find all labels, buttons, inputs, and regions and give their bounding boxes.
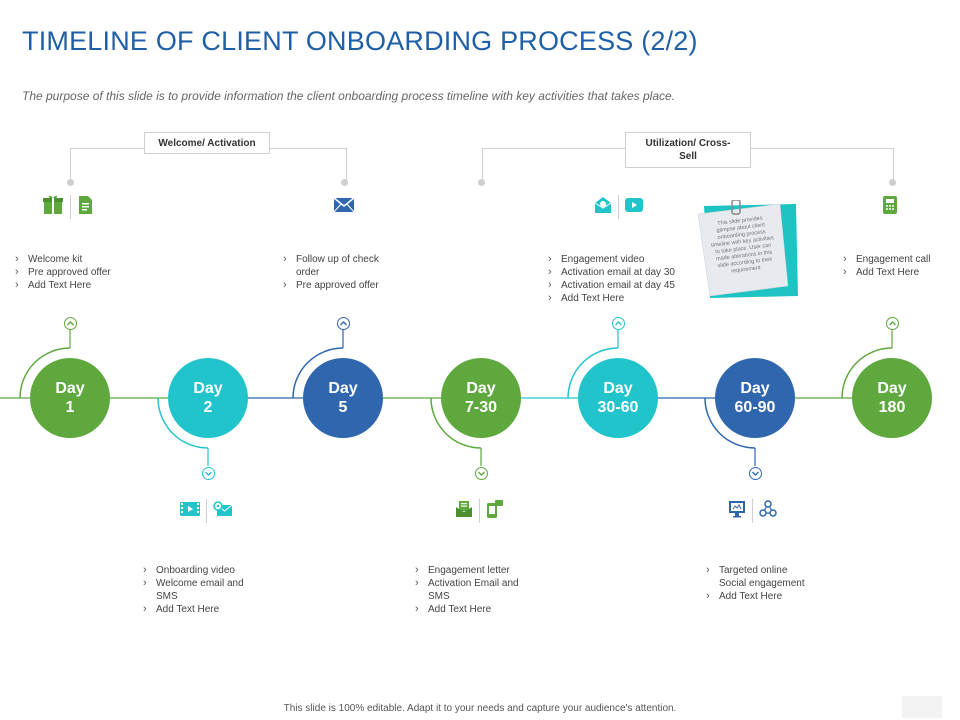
day-number: 2 xyxy=(203,399,213,416)
icons-day60 xyxy=(728,498,777,524)
bracket-dot xyxy=(67,179,74,186)
day-label: Day xyxy=(55,380,85,397)
list-item: Activation email at day 45 xyxy=(548,279,693,292)
activity-list-day1: Welcome kit Pre approved offer Add Text … xyxy=(15,253,145,292)
day-label: Day xyxy=(466,380,496,397)
phase-utilization-cross-sell: Utilization/ Cross- Sell xyxy=(625,132,751,168)
phase-welcome-activation: Welcome/ Activation xyxy=(144,132,270,154)
email-at-icon xyxy=(213,500,233,522)
document-icon xyxy=(77,195,93,220)
list-item: Add Text Here xyxy=(843,266,953,279)
day-number: 7-30 xyxy=(464,399,498,416)
chevron-up-icon xyxy=(64,317,77,330)
day-number: 1 xyxy=(65,399,75,416)
monitor-icon xyxy=(728,500,746,523)
activity-list-day30: Engagement video Activation email at day… xyxy=(548,253,693,305)
activity-list-day60: Targeted online Social engagement Add Te… xyxy=(706,564,806,603)
day-30-60-circle: Day 30-60 xyxy=(578,358,658,438)
chevron-up-icon xyxy=(337,317,350,330)
day-label: Day xyxy=(328,380,358,397)
social-network-icon xyxy=(759,499,777,523)
list-item: Engagement video xyxy=(548,253,693,266)
list-item: Onboarding video xyxy=(143,564,258,577)
activity-list-day5: Follow up of check order Pre approved of… xyxy=(283,253,403,292)
day-60-90-circle: Day 60-90 xyxy=(715,358,795,438)
icons-day180 xyxy=(882,194,898,220)
activity-list-day180: Engagement call Add Text Here xyxy=(843,253,953,279)
chevron-down-icon xyxy=(202,467,215,480)
page-subtitle: The purpose of this slide is to provide … xyxy=(22,89,676,103)
gift-icon xyxy=(42,194,64,221)
footer-note: This slide is 100% editable. Adapt it to… xyxy=(283,703,677,714)
list-item: Activation Email and SMS xyxy=(415,577,535,603)
video-icon xyxy=(180,501,200,521)
icons-day5 xyxy=(333,194,355,220)
day-number: 60-90 xyxy=(734,399,776,416)
video-play-icon xyxy=(625,197,643,217)
day-label: Day xyxy=(740,380,770,397)
bracket-dot xyxy=(341,179,348,186)
mobile-message-icon xyxy=(486,499,504,524)
activity-list-day2: Onboarding video Welcome email and SMS A… xyxy=(143,564,258,616)
list-item: Add Text Here xyxy=(706,590,806,603)
list-item: Welcome kit xyxy=(15,253,145,266)
list-item: Welcome email and SMS xyxy=(143,577,258,603)
list-item: Pre approved offer xyxy=(15,266,145,279)
chevron-down-icon xyxy=(475,467,488,480)
chevron-up-icon xyxy=(886,317,899,330)
icons-day1 xyxy=(42,194,93,220)
sticky-note: This slide provides glimpse about client… xyxy=(696,200,801,300)
list-item: Add Text Here xyxy=(15,279,145,292)
list-item: Add Text Here xyxy=(548,292,693,305)
icon-separator xyxy=(206,499,207,523)
letter-icon xyxy=(455,500,473,523)
list-item: Follow up of check order xyxy=(283,253,403,279)
day-number: 30-60 xyxy=(597,399,639,416)
day-5-circle: Day 5 xyxy=(303,358,383,438)
bracket-dot xyxy=(478,179,485,186)
list-item: Engagement call xyxy=(843,253,953,266)
icons-day7 xyxy=(455,498,504,524)
envelope-icon xyxy=(333,196,355,219)
icons-day2 xyxy=(180,498,233,524)
chevron-down-icon xyxy=(749,467,762,480)
bracket-dot xyxy=(889,179,896,186)
list-item: Add Text Here xyxy=(415,603,535,616)
page-title: TIMELINE OF CLIENT ONBOARDING PROCESS (2… xyxy=(22,26,698,56)
day-label: Day xyxy=(603,380,633,397)
sticky-note-text: This slide provides glimpse about client… xyxy=(710,215,775,275)
icon-separator xyxy=(618,195,619,219)
list-item: Targeted online Social engagement xyxy=(706,564,806,590)
chevron-up-icon xyxy=(612,317,625,330)
day-label: Day xyxy=(193,380,223,397)
icon-separator xyxy=(752,499,753,523)
day-7-30-circle: Day 7-30 xyxy=(441,358,521,438)
day-180-circle: Day 180 xyxy=(852,358,932,438)
list-item: Activation email at day 30 xyxy=(548,266,693,279)
icon-separator xyxy=(479,499,480,523)
activity-list-day7: Engagement letter Activation Email and S… xyxy=(415,564,535,616)
icons-day30 xyxy=(594,194,643,220)
day-number: 180 xyxy=(878,399,906,416)
phase-label: Sell xyxy=(679,151,697,162)
list-item: Add Text Here xyxy=(143,603,258,616)
phase-label: Utilization/ Cross- xyxy=(645,138,731,149)
phase-label: Welcome/ Activation xyxy=(158,137,256,149)
day-label: Day xyxy=(877,380,907,397)
list-item: Pre approved offer xyxy=(283,279,403,292)
day-1-circle: Day 1 xyxy=(30,358,110,438)
day-2-circle: Day 2 xyxy=(168,358,248,438)
icon-separator xyxy=(70,195,71,219)
email-open-icon xyxy=(594,196,612,219)
corner-placeholder xyxy=(902,696,942,718)
sticky-note-shape xyxy=(697,200,798,298)
day-number: 5 xyxy=(338,399,348,416)
phone-icon xyxy=(882,195,898,220)
list-item: Engagement letter xyxy=(415,564,535,577)
